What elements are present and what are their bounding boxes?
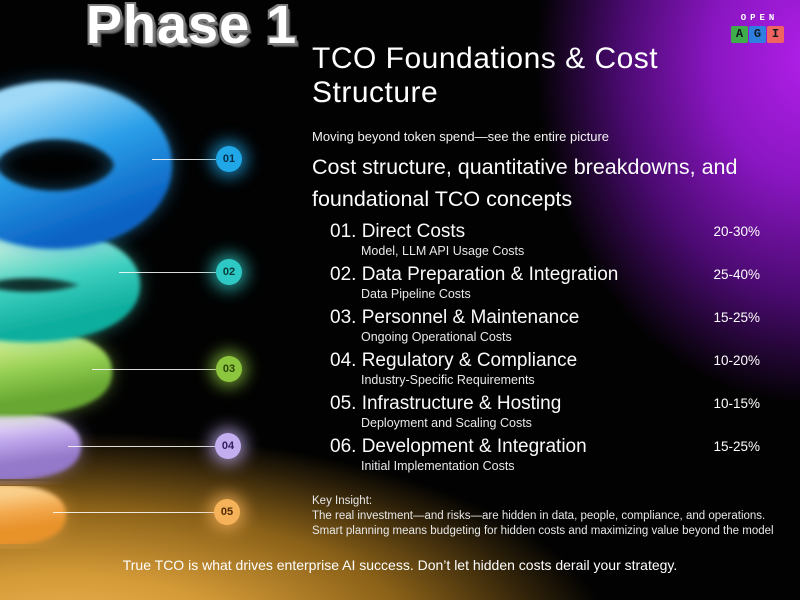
item-title: Personnel & Maintenance [361,307,580,328]
item-number: 05. [330,393,357,414]
connector-line-01 [152,159,216,160]
item-title: Infrastructure & Hosting [361,393,562,414]
item-subtitle: Ongoing Operational Costs [361,330,512,344]
item-percentage: 15-25% [713,439,760,454]
key-insight-label: Key Insight: [312,495,373,507]
item-subtitle: Model, LLM API Usage Costs [361,244,525,258]
list-item-data-preparation: 02. Data Preparation & Integration Data … [312,264,760,302]
logo-block-g: G [749,26,766,43]
item-subtitle: Initial Implementation Costs [361,459,515,473]
item-number: 06. [330,436,357,457]
item-subtitle: Data Pipeline Costs [361,287,471,301]
logo-block-a: A [731,26,748,43]
open-agi-logo: OPEN A G I [731,13,784,43]
item-percentage: 15-25% [713,310,760,325]
item-number: 02. [330,264,357,285]
item-percentage: 10-15% [713,396,760,411]
item-percentage: 10-20% [713,353,760,368]
item-subtitle: Industry-Specific Requirements [361,373,535,387]
connector-line-04 [68,446,216,447]
step-badge-05: 05 [214,499,240,525]
tagline: Moving beyond token spend—see the entire… [312,129,610,144]
item-title: Regulatory & Compliance [361,350,578,371]
spiral-rings-graphic [0,81,172,547]
logo-agi-blocks: A G I [731,26,784,43]
list-item-development: 06. Development & Integration Initial Im… [312,436,760,474]
page-title: TCO Foundations & Cost Structure [312,42,659,109]
list-item-personnel: 03. Personnel & Maintenance Ongoing Oper… [312,307,760,345]
list-item-infrastructure: 05. Infrastructure & Hosting Deployment … [312,393,760,431]
item-number: 04. [330,350,357,371]
cost-breakdown-list: 01. Direct Costs Model, LLM API Usage Co… [312,221,760,479]
item-title: Development & Integration [361,436,587,457]
item-number: 01. [330,221,357,242]
item-title: Data Preparation & Integration [361,264,619,285]
item-percentage: 25-40% [713,267,760,282]
item-title: Direct Costs [361,221,466,242]
step-badge-02: 02 [216,259,242,285]
step-badge-03: 03 [216,356,242,382]
key-insight: Key Insight: The real investment—and ris… [312,494,790,539]
subtitle: Cost structure, quantitative breakdowns,… [312,155,738,211]
footer-note: True TCO is what drives enterprise AI su… [122,557,678,573]
item-number: 03. [330,307,357,328]
connector-line-05 [53,512,216,513]
item-subtitle: Deployment and Scaling Costs [361,416,532,430]
list-item-direct-costs: 01. Direct Costs Model, LLM API Usage Co… [312,221,760,259]
logo-block-i: I [767,26,784,43]
key-insight-line1: The real investment—and risks—are hidden… [312,510,766,522]
connector-line-03 [92,369,216,370]
item-percentage: 20-30% [713,224,760,239]
step-badge-01: 01 [216,146,242,172]
logo-open-text: OPEN [740,13,779,23]
connector-line-02 [119,272,216,273]
list-item-regulatory: 04. Regulatory & Compliance Industry-Spe… [312,350,760,388]
phase-title: Phase 1 [86,0,298,55]
key-insight-line2: Smart planning means budgeting for hidde… [312,525,774,537]
step-badge-04: 04 [215,433,241,459]
